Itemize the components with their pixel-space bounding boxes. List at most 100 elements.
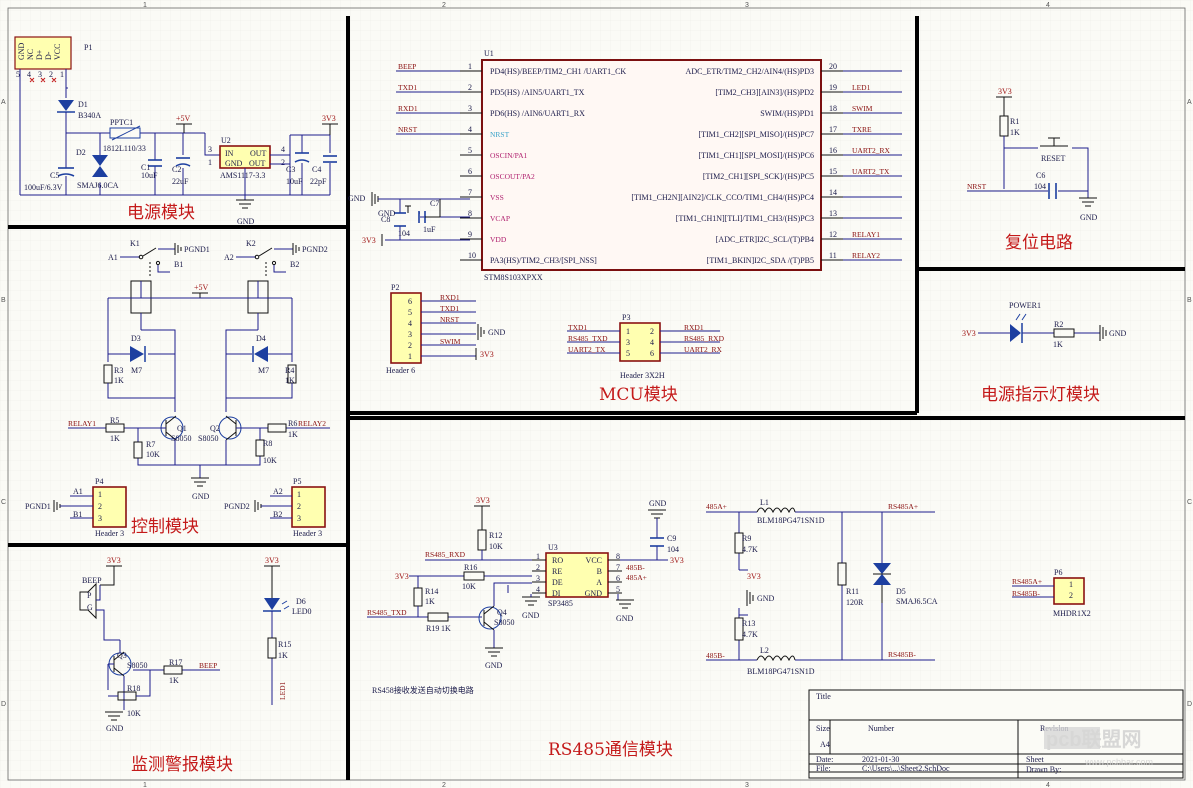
u3-pin-name: DE <box>552 578 563 587</box>
p2-net-label: SWIM <box>440 337 461 346</box>
svg-text:1K: 1K <box>288 430 298 439</box>
svg-text:3V3: 3V3 <box>362 236 376 245</box>
u3-pin-name: A <box>596 578 602 587</box>
svg-text:LED1: LED1 <box>278 681 287 700</box>
mcu-pin-num: 5 <box>468 146 472 155</box>
svg-text:3: 3 <box>297 514 301 523</box>
svg-text:A2: A2 <box>224 253 234 262</box>
svg-text:Drawn By:: Drawn By: <box>1026 765 1061 774</box>
p3-net-label: RS485_RXD <box>684 334 725 343</box>
p3-pin-num: 6 <box>650 349 654 358</box>
svg-text:2: 2 <box>442 782 446 788</box>
svg-text:B2: B2 <box>273 510 282 519</box>
mcu-pin-num: 3 <box>468 104 472 113</box>
mcu-pin-name: SWIM/(HS)PD1 <box>760 109 814 118</box>
mcu-pin-name: VSS <box>490 193 504 202</box>
cap-c3-icon <box>294 159 310 163</box>
svg-text:1K: 1K <box>441 624 451 633</box>
svg-text:10K: 10K <box>146 450 160 459</box>
mcu-net-label: UART2_RX <box>852 146 890 155</box>
svg-text:1: 1 <box>98 490 102 499</box>
svg-text:P3: P3 <box>622 313 630 322</box>
mcu-net-label: UART2_TX <box>852 167 890 176</box>
svg-text:1K: 1K <box>285 376 295 385</box>
u3-pin-num: 3 <box>536 574 540 583</box>
svg-text:C9: C9 <box>667 534 676 543</box>
u3-pin-name: B <box>597 567 602 576</box>
svg-text:3: 3 <box>98 514 102 523</box>
svg-text:3V3: 3V3 <box>998 87 1012 96</box>
svg-text:B1: B1 <box>73 510 82 519</box>
mcu-pin-name: ADC_ETR/TIM2_CH2/AIN4/(HS)PD3 <box>686 67 814 76</box>
p3-net-label: RXD1 <box>684 323 704 332</box>
svg-text:NC: NC <box>26 49 35 60</box>
power-led-module-title: 电源指示灯模块 <box>981 385 1100 405</box>
resistor-r7-icon <box>133 441 143 459</box>
resistor-r16-icon <box>463 571 485 581</box>
transceiver-u3 <box>545 552 609 598</box>
svg-text:B: B <box>1 297 6 304</box>
mcu-pin-num: 11 <box>829 251 837 260</box>
nc-marks <box>29 77 57 83</box>
svg-text:A4: A4 <box>820 740 830 749</box>
svg-text:C8: C8 <box>381 215 390 224</box>
tvs-d2-icon <box>92 155 108 166</box>
resistor-r13-icon <box>734 617 744 641</box>
svg-text:C7: C7 <box>430 199 439 208</box>
p2-net-label: NRST <box>440 315 460 324</box>
svg-text:1K: 1K <box>1010 128 1020 137</box>
power-led-module: 3V3 POWER1 R2 1K GND 电源指示灯模块 <box>962 301 1127 405</box>
reset-module: 3V3 R1 1K RESET NRST C6 104 GND 复位电路 <box>967 87 1098 253</box>
svg-text:C: C <box>1187 499 1192 506</box>
u3-pin-name: VCC <box>586 556 602 565</box>
svg-text:1K: 1K <box>1053 340 1063 349</box>
svg-text:3: 3 <box>38 70 42 79</box>
svg-text:A2: A2 <box>273 487 283 496</box>
svg-text:GND: GND <box>106 724 124 733</box>
resistor-r19-icon <box>427 612 449 622</box>
svg-text:R8: R8 <box>263 439 272 448</box>
svg-text:3V3: 3V3 <box>747 572 761 581</box>
svg-text:D2: D2 <box>76 148 86 157</box>
mcu-pin-name: [TIM2_CH3][AIN3]/(HS)PD2 <box>715 88 814 97</box>
resistor-r8-icon <box>255 439 265 457</box>
svg-text:4: 4 <box>27 70 31 79</box>
svg-text:C1: C1 <box>141 163 150 172</box>
resistor-r6-icon <box>267 423 287 433</box>
svg-text:D1: D1 <box>78 100 88 109</box>
svg-text:10uF: 10uF <box>141 171 158 180</box>
svg-text:104: 104 <box>667 545 679 554</box>
svg-text:A: A <box>1 99 6 106</box>
svg-text:L2: L2 <box>760 646 769 655</box>
p2-pin-num: 5 <box>408 308 412 317</box>
svg-text:4: 4 <box>281 145 285 154</box>
svg-text:Header 3: Header 3 <box>293 529 322 538</box>
svg-text:A1: A1 <box>73 487 83 496</box>
svg-text:P6: P6 <box>1054 568 1062 577</box>
svg-text:3V3: 3V3 <box>322 114 336 123</box>
svg-text:3V3: 3V3 <box>476 496 490 505</box>
u3-pin-name: GND <box>585 589 603 598</box>
svg-text:U3: U3 <box>548 543 558 552</box>
p2-net-label: RXD1 <box>440 293 460 302</box>
svg-text:C5: C5 <box>50 171 59 180</box>
svg-text:SMAJ6.0CA: SMAJ6.0CA <box>77 181 119 190</box>
svg-text:1: 1 <box>208 158 212 167</box>
svg-text:GND: GND <box>1109 329 1127 338</box>
svg-text:S8050: S8050 <box>127 661 147 670</box>
svg-text:GND: GND <box>488 328 506 337</box>
mcu-pin-name: [TIM2_CH1][SPI_SCK]/(HS)PC5 <box>703 172 814 181</box>
svg-text:R19: R19 <box>426 624 439 633</box>
mcu-u1-chip <box>481 59 822 271</box>
svg-text:D6: D6 <box>296 597 306 606</box>
svg-text:3: 3 <box>208 145 212 154</box>
mcu-pin-num: 17 <box>829 125 837 134</box>
mcu-pin-num: 19 <box>829 83 837 92</box>
svg-text:GND: GND <box>237 217 255 226</box>
mcu-pin-num: 6 <box>468 167 472 176</box>
svg-text:GND: GND <box>378 209 396 218</box>
u3-pin-num: 6 <box>616 574 620 583</box>
mcu-net-label: LED1 <box>852 83 871 92</box>
